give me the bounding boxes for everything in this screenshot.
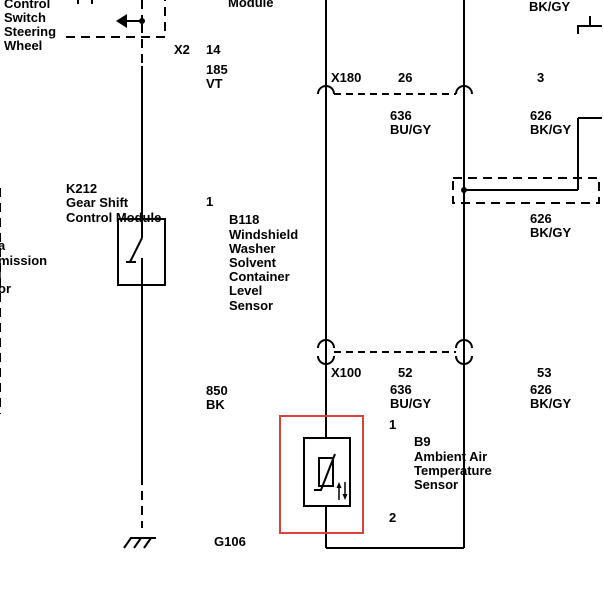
steering-wheel-switch: Control Switch Steering Wheel bbox=[4, 0, 166, 53]
ground-hatch-2 bbox=[133, 537, 142, 549]
ground-hatch-1 bbox=[123, 537, 132, 549]
x100-upper-pin-a-icon bbox=[317, 339, 335, 349]
k212-module: K212 Gear Shift Control Module bbox=[66, 181, 166, 286]
b9-id: B9 bbox=[414, 434, 431, 449]
k212-pin-label: 1 bbox=[206, 194, 213, 209]
b9-sensor: 1 2 B9 Ambient Air Temperature Sensor bbox=[279, 415, 492, 534]
lower-wire-636-code: 636 bbox=[390, 382, 412, 397]
branch-splice-dot bbox=[461, 187, 467, 193]
upper-wire-626-color: BK/GY bbox=[530, 122, 572, 137]
x180-pin-b-icon bbox=[455, 85, 473, 95]
b9-sensor-box bbox=[303, 437, 351, 507]
ground-label: G106 bbox=[214, 534, 246, 549]
upper-wire-636-color: BU/GY bbox=[390, 122, 432, 137]
x2-pin-label: 14 bbox=[206, 42, 221, 57]
wire-850-code: 850 bbox=[206, 383, 228, 398]
transmission-module: a mission l or bbox=[0, 188, 47, 414]
branch-splice-box bbox=[452, 177, 600, 204]
lower-wire-626-code: 626 bbox=[530, 382, 552, 397]
transmission-label-line-3: l bbox=[0, 267, 2, 282]
switch-box-outline bbox=[66, 0, 166, 38]
x180-pin-a: 26 bbox=[398, 70, 412, 85]
transmission-label-line-4: or bbox=[0, 281, 11, 296]
ground-hatch-3 bbox=[143, 537, 152, 549]
x100-id: X100 bbox=[331, 365, 361, 380]
switch-label-line-1: Control bbox=[4, 0, 50, 11]
x100-pin-a: 52 bbox=[398, 365, 412, 380]
transmission-label-line-2: mission bbox=[0, 253, 47, 268]
b9-pin-top: 1 bbox=[389, 417, 396, 432]
x180-pin-a-icon bbox=[317, 85, 335, 95]
right-branch bbox=[452, 117, 602, 204]
b118-name-line-5: Level bbox=[229, 283, 262, 298]
x180-pin-b: 3 bbox=[537, 70, 544, 85]
lower-wire-626-color: BK/GY bbox=[530, 396, 572, 411]
b9-highlight-box bbox=[279, 415, 364, 534]
splice-dot bbox=[139, 18, 145, 24]
b9-name-line-1: Ambient Air bbox=[414, 449, 487, 464]
b118-id: B118 bbox=[229, 212, 259, 227]
wire-185-color: VT bbox=[206, 76, 223, 91]
switch-label-line-2: Switch bbox=[4, 10, 46, 25]
up-down-arrows-icon bbox=[336, 482, 348, 500]
b9-name-line-3: Sensor bbox=[414, 477, 458, 492]
mid-wire-626-code: 626 bbox=[530, 211, 552, 226]
x100-upper-pin-b-icon bbox=[455, 339, 473, 349]
b118-name-line-4: Container bbox=[229, 269, 290, 284]
switch-top-mark bbox=[77, 0, 93, 4]
k212-name-line-2: Control Module bbox=[66, 210, 161, 225]
x100-connector: X100 52 53 bbox=[317, 339, 551, 380]
b118-name-line-3: Solvent bbox=[229, 255, 277, 270]
b9-pin-bottom: 2 bbox=[389, 510, 396, 525]
upper-wire-626-code: 626 bbox=[530, 108, 552, 123]
x2-connector-label: X2 bbox=[174, 42, 190, 57]
switch-label-line-3: Steering bbox=[4, 24, 56, 39]
b118-name-line-2: Washer bbox=[229, 241, 275, 256]
ground-g106: G106 bbox=[123, 534, 246, 549]
b118-name-line-1: Windshield bbox=[229, 227, 298, 242]
k212-name-line-1: Gear Shift bbox=[66, 195, 129, 210]
top-bk-gy-label: BK/GY bbox=[529, 0, 571, 14]
x100-pin-b: 53 bbox=[537, 365, 551, 380]
wire-185-code: 185 bbox=[206, 62, 228, 77]
k212-id: K212 bbox=[66, 181, 97, 196]
b9-name-line-2: Temperature bbox=[414, 463, 492, 478]
b118-name-line-6: Sensor bbox=[229, 298, 273, 313]
x180-connector: X180 26 3 bbox=[317, 70, 544, 95]
x100-pin-b-icon bbox=[455, 355, 473, 365]
top-right-connector-bracket bbox=[577, 16, 602, 34]
upper-wire-636-code: 636 bbox=[390, 108, 412, 123]
k212-switch-blade bbox=[129, 237, 143, 263]
arrow-head-icon bbox=[116, 14, 127, 28]
switch-label-line-4: Wheel bbox=[4, 38, 42, 53]
transmission-label-line-1: a bbox=[0, 238, 6, 253]
b118-sensor: B118 Windshield Washer Solvent Container… bbox=[229, 212, 298, 313]
x100-pin-a-icon bbox=[317, 355, 335, 365]
x180-id: X180 bbox=[331, 70, 361, 85]
thermistor-slash-icon bbox=[314, 453, 336, 491]
wire-850-color: BK bbox=[206, 397, 225, 412]
mid-wire-626-color: BK/GY bbox=[530, 225, 572, 240]
module-label: Module bbox=[228, 0, 274, 10]
thermistor-icon bbox=[318, 457, 334, 487]
lower-wire-636-color: BU/GY bbox=[390, 396, 432, 411]
